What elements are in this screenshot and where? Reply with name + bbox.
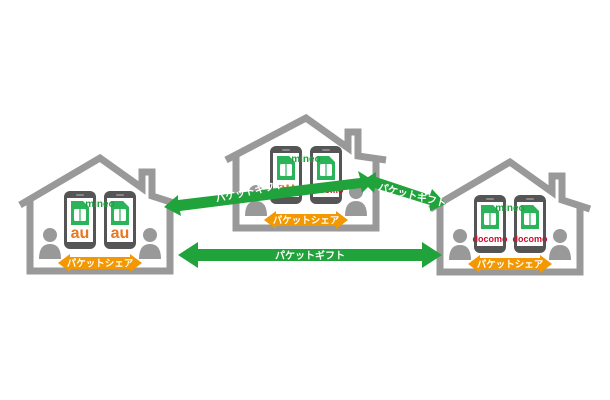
gift-arrow-shape (164, 171, 374, 216)
share-label: パケットシェア (67, 258, 134, 270)
mineo-logo: mineo (291, 154, 320, 165)
person-head-icon (143, 228, 157, 242)
docomo-logo: docomo (473, 234, 509, 244)
house-roof (18, 153, 182, 209)
gift-label: パケットギフト (275, 249, 345, 262)
mineo-logo: mineo (495, 203, 524, 214)
share-arrow (264, 211, 348, 229)
house-roof (224, 113, 387, 164)
share-label: パケットシェア (273, 215, 340, 227)
person-body-icon (245, 201, 267, 216)
house-walls (232, 156, 380, 232)
house-walls (26, 201, 174, 275)
share-arrow (58, 254, 142, 272)
house-roof (428, 157, 592, 213)
gift-arrow-shape (362, 172, 446, 211)
person-body-icon (139, 244, 161, 259)
phone-docomo: docomo (513, 195, 549, 253)
au-logo: au (71, 225, 90, 242)
person-body-icon (449, 245, 471, 260)
gift-arrow-left-right: パケットギフト (178, 242, 442, 268)
person-body-icon (39, 244, 61, 259)
phone-docomo: docomo (473, 195, 509, 253)
phone-au: au (64, 191, 96, 249)
house-left: au au mineo パケットシェア (18, 153, 182, 275)
person-head-icon (43, 228, 57, 242)
share-label: パケットシェア (477, 259, 544, 271)
house-walls (436, 205, 584, 276)
au-logo: au (111, 225, 130, 242)
gift-arrow-shape (178, 242, 442, 268)
share-arrow (468, 255, 552, 273)
person-body-icon (345, 201, 367, 216)
mineo-logo: mineo (85, 199, 114, 210)
person-body-icon (549, 245, 571, 260)
house-right: docomo docomo mineo パケットシェア (428, 157, 592, 276)
phone-au: au (104, 191, 136, 249)
person-head-icon (453, 229, 467, 243)
docomo-logo: docomo (513, 234, 549, 244)
person-head-icon (553, 229, 567, 243)
